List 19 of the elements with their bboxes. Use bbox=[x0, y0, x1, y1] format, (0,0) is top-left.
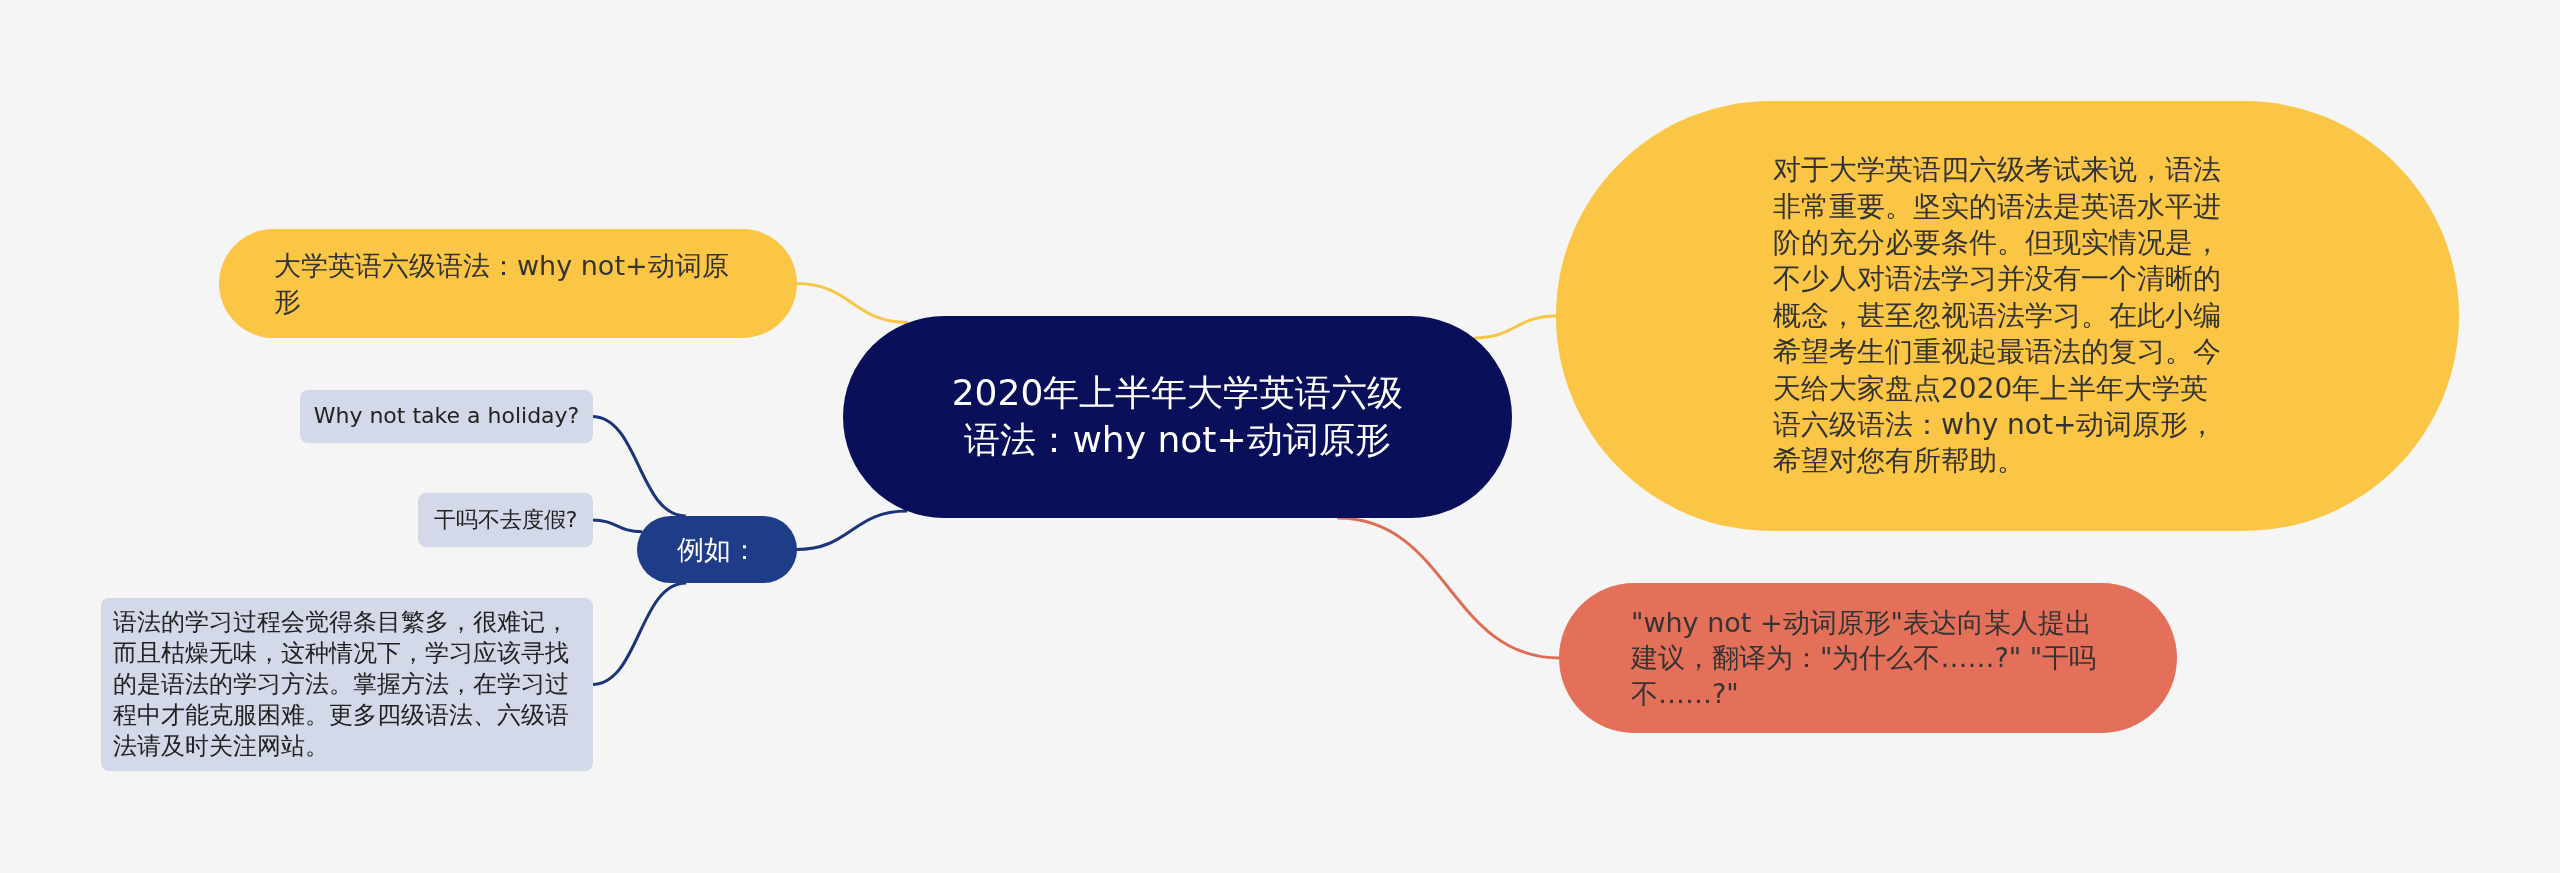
connector bbox=[795, 282, 909, 325]
subtopic-box bbox=[300, 390, 593, 443]
connector bbox=[591, 581, 687, 686]
topic-text: "why not +动词原形"表达向某人提出建议，翻译为："为什么不……?" "干吗不……?" bbox=[1631, 606, 2098, 711]
connector bbox=[591, 415, 687, 518]
subtopic-text: 干吗不去度假? bbox=[433, 505, 578, 534]
connector bbox=[591, 518, 643, 534]
subtopic-box bbox=[637, 516, 797, 583]
subtopic-box bbox=[418, 493, 593, 547]
connector bbox=[795, 509, 908, 551]
subtopic-box bbox=[101, 598, 593, 771]
subtopic-text: 例如： bbox=[676, 532, 758, 567]
connector bbox=[1473, 314, 1558, 340]
connector bbox=[1337, 516, 1561, 660]
topic-text: 对于大学英语四六级考试来说，语法非常重要。坚实的语法是英语水平进阶的充分必要条件。但现实情况是，不少人对语法学习并没有一个清晰的概念，甚至忽视语法学习。在此小编希望考生们重视起最语法的复习。今天给大家盘点2020年上半年大学英语六级语法：why not+动词原形，希望对您有所帮助。 bbox=[1773, 152, 2222, 480]
topic-text: 大学英语六级语法：why not+动词原形 bbox=[274, 249, 730, 319]
subtopic-text: Why not take a holiday? bbox=[313, 402, 580, 431]
subtopic-text: 语法的学习过程会觉得条目繁多，很难记，而且枯燥无味，这种情况下，学习应该寻找的是语法的学习方法。掌握方法，在学习过程中才能克服困难。更多四级语法、六级语法请及时关注网站。 bbox=[113, 606, 570, 763]
topic-text: 2020年上半年大学英语六级语法：why not+动词原形 bbox=[950, 371, 1405, 462]
